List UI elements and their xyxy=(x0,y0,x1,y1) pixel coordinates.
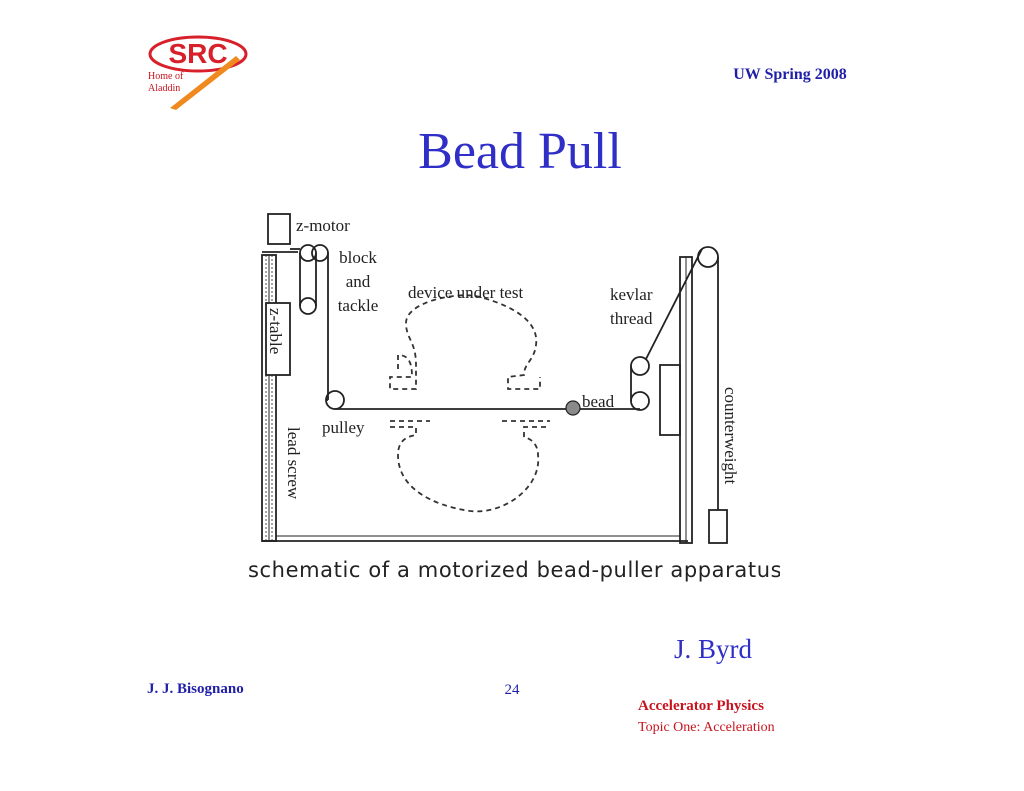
tackle-pulley-top-2 xyxy=(311,244,329,262)
z-table-box xyxy=(265,302,291,376)
bead xyxy=(565,400,581,416)
logo-ring xyxy=(148,35,248,73)
slide-title: Bead Pull xyxy=(418,123,622,180)
course-term: UW Spring 2008 xyxy=(733,66,847,83)
kevlar-thread-line xyxy=(645,248,703,360)
label-device-under-test: device under test xyxy=(408,283,523,302)
label-z-table: z-table xyxy=(266,308,285,354)
label-counterweight: counterweight xyxy=(721,387,740,485)
logo-swoosh xyxy=(170,56,240,110)
label-lead-screw: lead screw xyxy=(284,427,303,500)
footer-course: Accelerator Physics xyxy=(638,698,764,714)
label-tackle: tackle xyxy=(338,296,379,315)
label-kevlar: kevlar xyxy=(610,285,653,304)
author-name: J. Byrd xyxy=(673,634,752,664)
bead-pull-schematic: z-motor block and tackle device under te… xyxy=(248,213,780,582)
src-logo: SRC Home of Aladdin xyxy=(148,35,248,110)
page-number: 24 xyxy=(504,682,520,698)
device-under-test-outline xyxy=(389,294,550,513)
label-z-motor: z-motor xyxy=(296,216,350,235)
label-pulley: pulley xyxy=(322,418,365,437)
right-pulley-low xyxy=(630,391,650,411)
logo-subtitle-2: Aladdin xyxy=(148,83,180,94)
label-bead: bead xyxy=(582,392,615,411)
footer-presenter: J. J. Bisognano xyxy=(147,681,244,697)
label-thread: thread xyxy=(610,309,653,328)
z-motor-box xyxy=(267,213,291,245)
counterweight-block xyxy=(708,509,728,544)
tackle-pulley-bottom xyxy=(299,297,317,315)
label-and: and xyxy=(346,272,371,291)
logo-subtitle-1: Home of xyxy=(148,71,184,82)
diagram-caption: schematic of a motorized bead-puller app… xyxy=(248,558,780,582)
logo-text: SRC xyxy=(168,38,227,69)
right-pulley-high xyxy=(630,356,650,376)
label-block: block xyxy=(339,248,377,267)
counterweight-guide xyxy=(659,364,681,436)
footer-topic: Topic One: Acceleration xyxy=(638,720,775,735)
